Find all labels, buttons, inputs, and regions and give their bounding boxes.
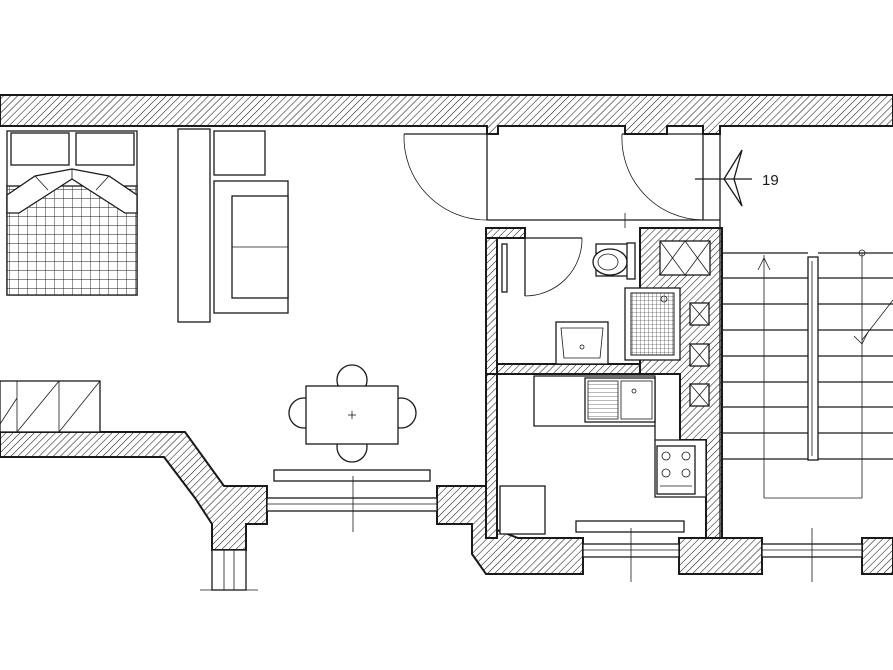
bay-window bbox=[200, 549, 258, 591]
bath-kitchen-partition bbox=[496, 363, 641, 375]
right-bottom-wall bbox=[861, 537, 893, 575]
staircase bbox=[722, 249, 893, 499]
entrance-marker: 19 bbox=[695, 149, 779, 207]
kitchen-bottom-wall bbox=[678, 537, 763, 575]
wash-basin bbox=[555, 321, 609, 365]
apartment-number: 19 bbox=[762, 172, 779, 189]
kitchen-counter bbox=[533, 375, 707, 498]
stair-railing bbox=[807, 256, 819, 461]
top-exterior-wall bbox=[0, 94, 893, 135]
toilet bbox=[592, 242, 636, 280]
bed bbox=[6, 130, 138, 296]
entrance-arrow-icon bbox=[723, 149, 743, 207]
kitchen-window bbox=[582, 528, 680, 582]
shaft-box-large bbox=[659, 240, 711, 276]
shelf bbox=[177, 128, 211, 323]
living-room-window bbox=[266, 476, 438, 532]
pillow-left bbox=[10, 132, 70, 166]
lower-cabinets bbox=[0, 380, 101, 433]
kitchen-radiator bbox=[575, 520, 685, 533]
stair-window bbox=[761, 528, 863, 582]
fridge bbox=[499, 485, 546, 535]
ventilation-shafts bbox=[659, 240, 711, 407]
bath-top-partition bbox=[485, 227, 526, 239]
shower bbox=[624, 287, 681, 361]
wardrobe-and-sofa bbox=[177, 128, 289, 323]
pillow-right bbox=[75, 132, 135, 166]
kitchen-left-wall bbox=[485, 373, 498, 539]
side-cabinet bbox=[213, 130, 266, 176]
stair-direction-arrow-icon bbox=[757, 257, 771, 271]
dining-table bbox=[288, 364, 417, 463]
doors bbox=[403, 126, 721, 538]
living-room-bottom-wall bbox=[0, 431, 268, 551]
radiator bbox=[273, 469, 431, 482]
